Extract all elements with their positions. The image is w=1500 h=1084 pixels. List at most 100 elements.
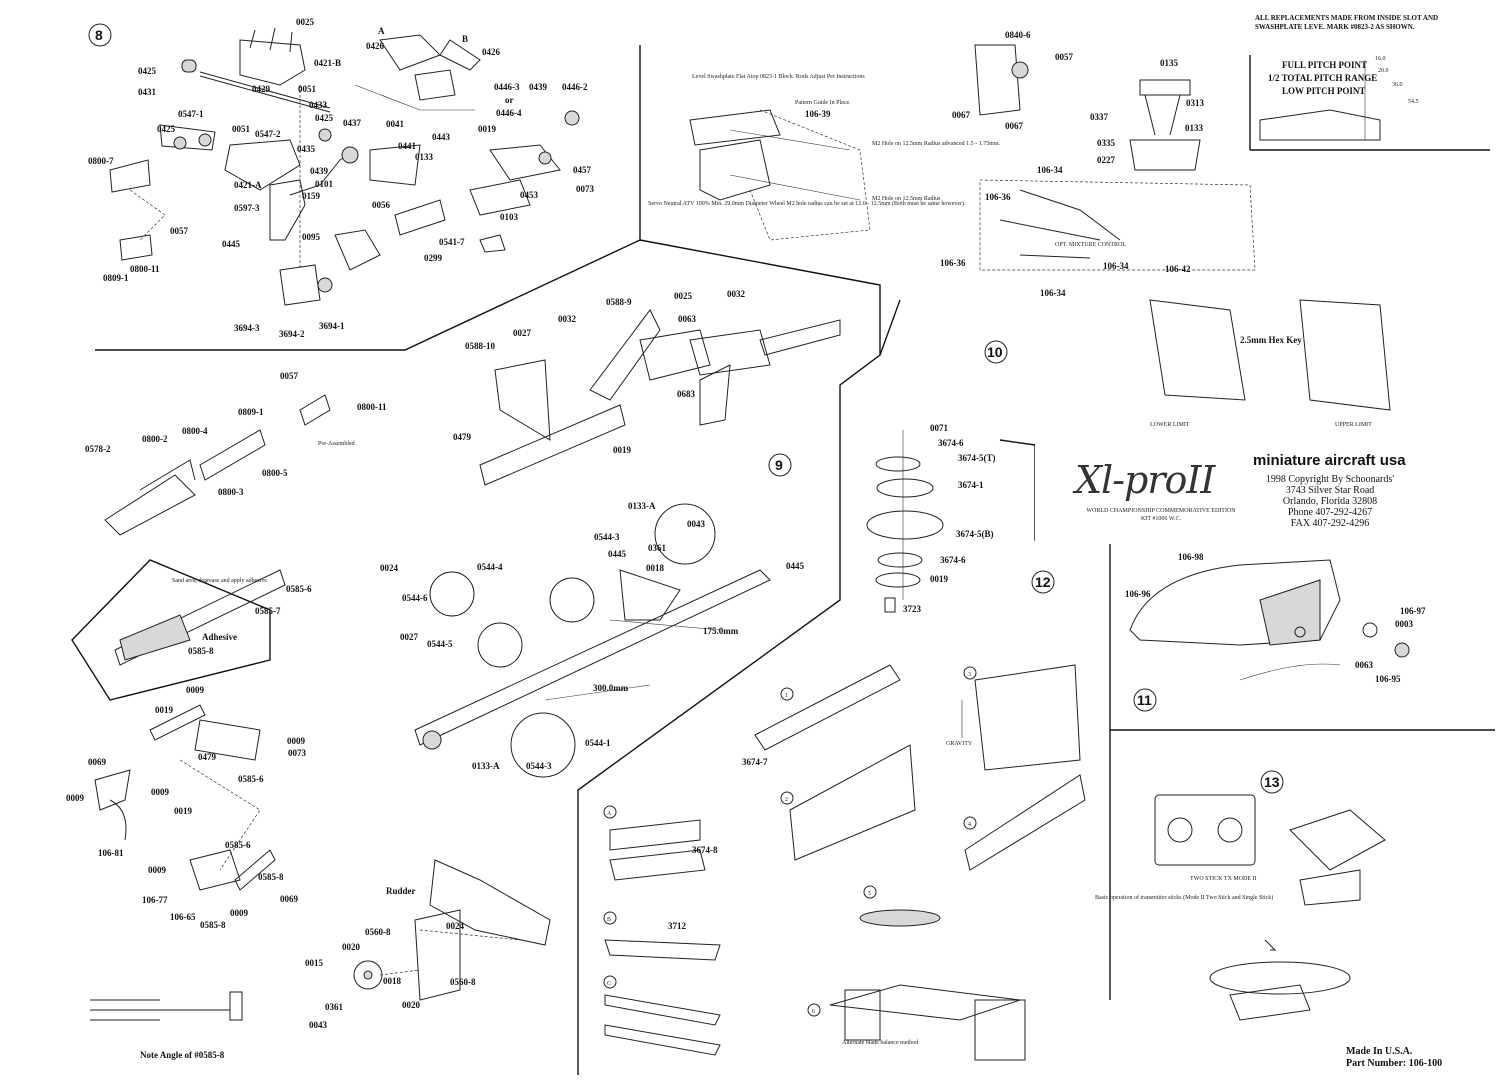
step-6: 6 xyxy=(812,1009,815,1015)
part-label: 0051 xyxy=(232,124,251,134)
part-label: 0560-8 xyxy=(450,977,476,987)
line-art xyxy=(199,429,266,481)
line-art xyxy=(194,719,261,761)
line-art xyxy=(1154,794,1256,866)
transmitter-mode-label: TWO STICK TX MODE II xyxy=(1190,876,1257,882)
line-art xyxy=(963,816,977,830)
line-art xyxy=(1362,622,1378,638)
section-11-number: 11 xyxy=(1137,692,1152,708)
part-label: 0025 xyxy=(296,17,315,27)
part-label: 0103 xyxy=(500,212,519,222)
part-label: 0009 xyxy=(186,685,205,695)
part-label: 0425 xyxy=(138,66,157,76)
part-label: 3674-7 xyxy=(742,757,768,767)
part-label: 0840-6 xyxy=(1005,30,1031,40)
line-art xyxy=(754,664,901,751)
part-label: 0479 xyxy=(198,752,217,762)
line-art xyxy=(1299,869,1361,906)
m2-hole-advanced-note: M2 Hole on 12.5mm Radius advanced 1.5 - … xyxy=(872,141,1000,147)
alternate-method-label: Alternate blade balance method xyxy=(842,1040,918,1046)
line-art xyxy=(1259,109,1381,141)
line-art xyxy=(173,136,187,150)
dimension-175: 175.0mm xyxy=(703,626,739,636)
section-8-number: 8 xyxy=(95,27,103,43)
part-label: 3674-1 xyxy=(958,480,984,490)
line-art xyxy=(189,849,241,891)
line-art xyxy=(341,146,359,164)
hex-key-label: 2.5mm Hex Key xyxy=(1240,335,1302,345)
line-art xyxy=(479,234,506,253)
view-a-label: A xyxy=(378,26,385,36)
dimension-label: 20.0 xyxy=(1378,68,1389,74)
line-art xyxy=(549,577,595,623)
line-art xyxy=(1167,817,1193,843)
part-label: 0425 xyxy=(315,113,334,123)
part-label: 0069 xyxy=(88,757,107,767)
part-label: 106-34 xyxy=(1040,288,1066,298)
line-art xyxy=(1264,939,1277,951)
line-art xyxy=(104,474,196,536)
part-label: 106-96 xyxy=(1125,589,1151,599)
line-art xyxy=(414,909,461,1001)
part-label: 3694-2 xyxy=(279,329,305,339)
line-art xyxy=(224,139,301,191)
section-10-number: 10 xyxy=(987,344,1003,360)
part-label: 0067 xyxy=(952,110,971,120)
line-art xyxy=(759,319,841,356)
part-label: 3712 xyxy=(668,921,687,931)
part-label: 0019 xyxy=(155,705,174,715)
line-art xyxy=(379,929,521,976)
line-art xyxy=(1239,663,1341,681)
line-art xyxy=(879,299,901,356)
line-art xyxy=(999,439,1036,446)
line-art xyxy=(974,999,1026,1061)
part-label: 0057 xyxy=(1055,52,1074,62)
line-art xyxy=(179,759,261,871)
line-art xyxy=(729,129,861,201)
part-label: 0018 xyxy=(646,563,665,573)
line-art xyxy=(974,44,1021,116)
part-label: 106-42 xyxy=(1165,264,1191,274)
part-label: 0800-5 xyxy=(262,468,288,478)
part-label: 0003 xyxy=(1395,619,1414,629)
line-art xyxy=(564,110,580,126)
panel-rudder-labels: Rudder 0560-8 0020 0024 0015 0018 0560-8… xyxy=(305,886,476,1030)
line-art xyxy=(109,799,127,841)
title-block: Xl-proII miniature aircraft usa WORLD CH… xyxy=(1035,444,1465,544)
part-label: 0361 xyxy=(648,543,667,553)
line-art xyxy=(239,39,306,86)
panel-13-drawing xyxy=(1154,794,1386,1021)
line-art xyxy=(334,229,381,271)
part-label: 3723 xyxy=(903,604,922,614)
step-3: 3 xyxy=(968,672,971,678)
note-angle-label: Note Angle of #0585-8 xyxy=(140,1050,225,1060)
line-art xyxy=(109,159,151,193)
part-label: 0585-6 xyxy=(225,840,251,850)
line-art xyxy=(317,277,333,293)
panel-10-labels: 0840-6 0057 0067 0067 0135 0313 0337 013… xyxy=(940,30,1372,428)
or-text: or xyxy=(505,95,514,105)
section-13-number: 13 xyxy=(1264,774,1280,790)
step-4: 4 xyxy=(968,822,971,828)
part-label: 0809-1 xyxy=(238,407,264,417)
part-label: 0057 xyxy=(170,226,189,236)
line-art xyxy=(577,239,881,1075)
part-label: 0019 xyxy=(478,124,497,134)
line-art xyxy=(619,569,681,621)
part-label: 0009 xyxy=(148,865,167,875)
part-label: 0425 xyxy=(157,124,176,134)
level-swashplate-note: Level Swashplate Flat Atop 0823-1 Block.… xyxy=(692,74,865,80)
line-art xyxy=(422,730,442,750)
part-label: 0433 xyxy=(309,100,328,110)
part-number-label: Part Number: 106-100 xyxy=(1346,1058,1443,1069)
part-label: 0800-4 xyxy=(182,426,208,436)
part-label: 0585-6 xyxy=(238,774,264,784)
part-label: 0435 xyxy=(297,144,316,154)
line-art xyxy=(639,329,711,381)
part-label: 0095 xyxy=(302,232,321,242)
part-label: 0585-8 xyxy=(188,646,214,656)
part-label: 0445 xyxy=(608,549,627,559)
part-label: 0073 xyxy=(288,748,307,758)
part-label: 0479 xyxy=(453,432,472,442)
part-label: 0426 xyxy=(482,47,501,57)
